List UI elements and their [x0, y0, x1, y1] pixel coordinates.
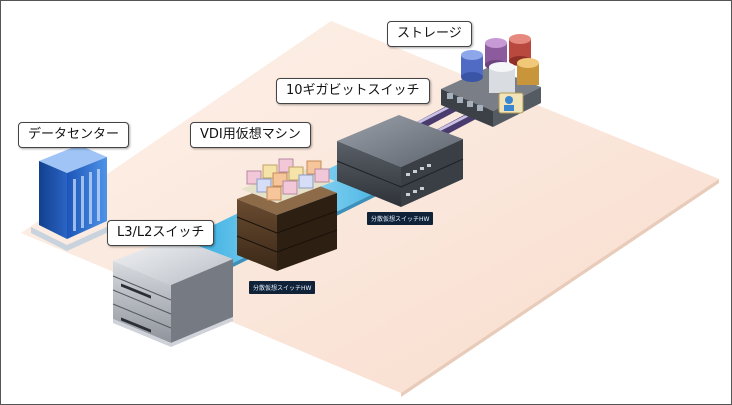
10g-switch-label: 10ギガビットスイッチ	[276, 78, 430, 104]
storage-label: ストレージ	[387, 21, 472, 47]
floor-edge	[401, 179, 719, 397]
vm-cubes	[241, 158, 335, 203]
vdi-label: VDI用仮想マシン	[190, 122, 311, 148]
storage-array	[441, 34, 541, 127]
l3l2-switch-label: L3/L2スイッチ	[107, 220, 215, 246]
user-card-icon	[498, 92, 524, 114]
db-cylinders	[461, 34, 539, 93]
10g-switch	[336, 115, 464, 207]
floor-plane	[21, 21, 719, 393]
l3l2-switch	[112, 237, 233, 347]
datacenter-building	[31, 145, 111, 251]
dvs-tag-2: 分散仮想スイッチHW	[249, 281, 316, 294]
datacenter-label: データセンター	[18, 122, 130, 148]
dvs-tag-1: 分散仮想スイッチHW	[367, 212, 434, 225]
vdi-server	[236, 158, 338, 271]
